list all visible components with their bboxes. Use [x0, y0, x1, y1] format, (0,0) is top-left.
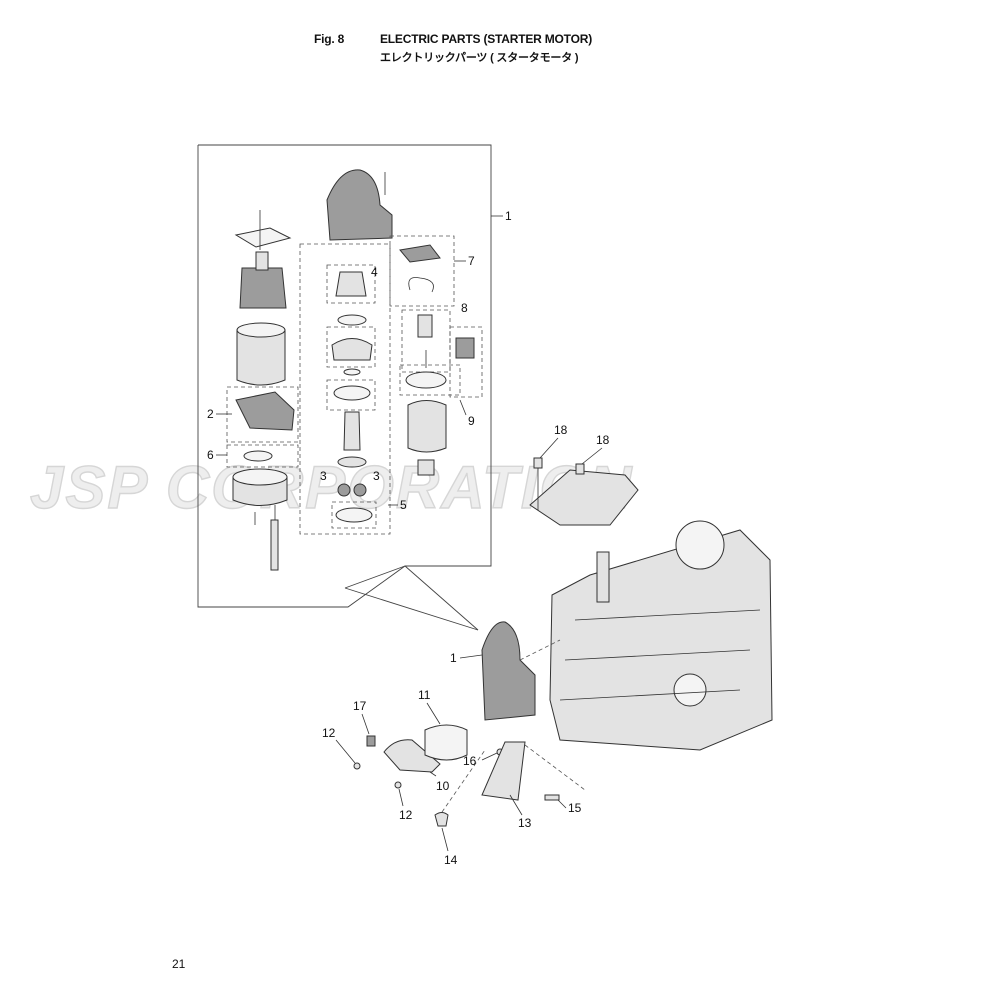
- starter-cable: [481, 741, 526, 801]
- callout-7: 7: [468, 254, 475, 268]
- spring-clip: [408, 277, 434, 293]
- starter-bracket: [529, 469, 639, 526]
- cap: [434, 812, 449, 827]
- starter-band: [383, 739, 441, 773]
- callout-10: 10: [436, 779, 450, 793]
- timing-pulley: [675, 520, 725, 570]
- page-number: 21: [172, 957, 186, 971]
- callout-1-inset: 1: [505, 209, 512, 223]
- callout-1-assembly: 1: [450, 651, 457, 665]
- callout-12a: 12: [322, 726, 336, 740]
- bolt-18b: [575, 463, 585, 475]
- terminal-cover: [455, 337, 475, 359]
- figure-title-japanese: エレクトリックパーツ ( スタータモータ ): [380, 52, 579, 64]
- washer-plate: [234, 227, 292, 248]
- callout-6: 6: [207, 448, 214, 462]
- starter-motor-exploded-parts: [226, 169, 483, 571]
- callout-2: 2: [207, 407, 214, 421]
- brush-holder: [235, 391, 295, 431]
- figure-title: ELECTRIC PARTS (STARTER MOTOR): [380, 32, 592, 46]
- starter-motor-assembly: [481, 621, 536, 721]
- figure-number: Fig. 8: [314, 32, 345, 46]
- callout-15: 15: [568, 801, 582, 815]
- bearing-3a: [337, 483, 351, 497]
- callout-9: 9: [468, 414, 475, 428]
- engine-block: [549, 529, 773, 751]
- plunger: [417, 314, 433, 338]
- armature: [239, 267, 287, 309]
- callout-8: 8: [461, 301, 468, 315]
- callout-3b: 3: [373, 469, 380, 483]
- rubber-cushion: [424, 724, 468, 761]
- callout-18a: 18: [554, 423, 568, 437]
- solenoid-housing: [326, 169, 393, 241]
- callout-4: 4: [371, 265, 378, 279]
- watermark: JSP CORPORATION: [30, 454, 633, 521]
- bearing-3b: [353, 483, 367, 497]
- drive-shaft: [343, 411, 361, 451]
- callout-18b: 18: [596, 433, 610, 447]
- bolt-18a: [533, 457, 543, 469]
- callout-13: 13: [518, 816, 532, 830]
- callout-11: 11: [418, 688, 431, 702]
- callout-16: 16: [463, 754, 477, 768]
- engine-block-assembly: [549, 520, 773, 751]
- solenoid-switch: [407, 400, 447, 453]
- clamp: [366, 735, 376, 747]
- pinion-gear: [335, 271, 367, 297]
- callout-3a: 3: [320, 469, 327, 483]
- callout-17: 17: [353, 699, 367, 713]
- lever: [399, 244, 441, 263]
- callout-5: 5: [400, 498, 407, 512]
- planetary-gear-carrier: [331, 338, 373, 361]
- callout-12b: 12: [399, 808, 413, 822]
- callout-14: 14: [444, 853, 458, 867]
